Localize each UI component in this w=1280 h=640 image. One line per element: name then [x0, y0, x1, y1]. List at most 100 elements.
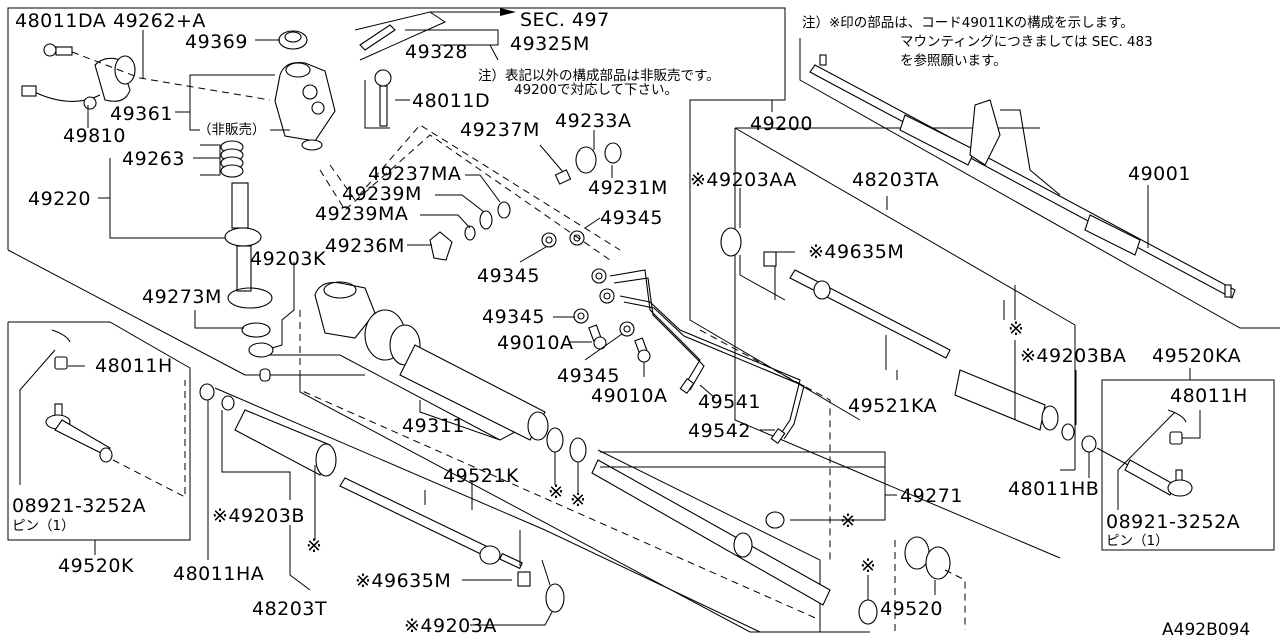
label-49520K[interactable]: 49520K: [58, 555, 134, 577]
label-49239M[interactable]: 49239M: [342, 183, 422, 205]
label-49263[interactable]: 49263: [122, 148, 185, 170]
label-49010A-b[interactable]: 49010A: [591, 385, 667, 407]
mark-left-boot: ※: [306, 535, 322, 557]
label-49239MA[interactable]: 49239MA: [315, 203, 408, 225]
label-49237MA[interactable]: 49237MA: [368, 163, 461, 185]
clamp-49203A: [545, 583, 565, 613]
label-49345-a[interactable]: 49345: [600, 207, 663, 229]
pinion-shaft-49220: [224, 182, 273, 309]
49520KA-box: [1101, 379, 1275, 551]
label-48203T[interactable]: 48203T: [252, 598, 327, 620]
speed-sensor-part: [21, 43, 271, 110]
nut-49233A: [575, 146, 597, 174]
seal-49271c: [765, 511, 785, 529]
o-ring-49237MA: [497, 201, 511, 219]
nut-48011HB: [1081, 435, 1097, 453]
label-49520KA[interactable]: 49520KA: [1152, 345, 1241, 367]
steering-gear-assembly-49001: [809, 54, 1236, 299]
label-49001[interactable]: 49001: [1128, 163, 1191, 185]
boot-48203T: [234, 409, 337, 477]
not-sold-note: （非販売）: [198, 122, 266, 138]
label-49203BA[interactable]: ※49203BA: [1020, 345, 1126, 367]
label-49542[interactable]: 49542: [688, 420, 751, 442]
label-49521KA[interactable]: 49521KA: [848, 395, 937, 417]
label-49262A[interactable]: 49262+A: [113, 10, 206, 32]
frame-lines: [7, 7, 1280, 633]
seal-49271a: [546, 427, 564, 453]
label-49345-c[interactable]: 49345: [482, 306, 545, 328]
label-49345-d[interactable]: 49345: [557, 365, 620, 387]
valve-housing-part: [274, 61, 336, 151]
label-49521K[interactable]: 49521K: [443, 465, 519, 487]
label-48011D[interactable]: 48011D: [412, 90, 490, 112]
label-49541[interactable]: 49541: [698, 391, 761, 413]
label-49203A[interactable]: ※49203A: [404, 615, 497, 637]
label-49520[interactable]: 49520: [880, 598, 943, 620]
label-49635M-left[interactable]: ※49635M: [355, 570, 451, 592]
label-49369[interactable]: 49369: [185, 31, 248, 53]
label-49203B[interactable]: ※49203B: [212, 505, 305, 527]
label-49311[interactable]: 49311: [402, 415, 465, 437]
washer-49345: [591, 268, 607, 284]
parts-artwork: [21, 11, 1236, 625]
label-49635M-right[interactable]: ※49635M: [808, 241, 904, 263]
seal-49203K: [248, 342, 274, 358]
top-right-note-line3: を参照願います。: [900, 52, 1007, 69]
label-49236M[interactable]: 49236M: [325, 235, 405, 257]
label-08921-3252A-left[interactable]: 08921-3252A: [12, 495, 146, 517]
top-right-note-line1: 注）※印の部品は、コード49011Kの構成を示します。: [802, 15, 1134, 31]
o-ring-49273M: [241, 322, 271, 338]
lock-plate-49635M-right: [763, 251, 777, 267]
label-49273M[interactable]: 49273M: [142, 286, 222, 308]
section-ref-497[interactable]: SEC. 497: [520, 9, 610, 31]
label-08921-3252A-right[interactable]: 08921-3252A: [1106, 511, 1240, 533]
pipe-49541: [609, 269, 701, 386]
label-48011HB[interactable]: 48011HB: [1008, 478, 1099, 500]
label-49361[interactable]: 49361: [110, 103, 173, 125]
pin-qty-right: ピン（1）: [1106, 533, 1169, 549]
label-49271[interactable]: 49271: [900, 485, 963, 507]
48203TA-frame-left: [734, 128, 1061, 559]
48203TA-frame-top: [734, 127, 1076, 326]
cotter-pin-left: [51, 329, 71, 343]
label-49231M[interactable]: 49231M: [588, 177, 668, 199]
frame-diagonal-2: [214, 387, 761, 633]
label-48203TA[interactable]: 48203TA: [852, 169, 939, 191]
label-49328[interactable]: 49328: [405, 41, 468, 63]
part-labels: 48011DA 49262+A 49369 49328 49325M SEC. …: [12, 9, 1250, 640]
mark-seal-b: ※: [570, 489, 586, 511]
label-48011DA[interactable]: 48011DA: [15, 10, 106, 32]
label-49237M[interactable]: 49237M: [460, 119, 540, 141]
clip-49203BA: [1061, 423, 1075, 441]
label-49810[interactable]: 49810: [63, 125, 126, 147]
main-assembly-frame: [7, 7, 861, 421]
label-49200[interactable]: 49200: [750, 113, 813, 135]
fitting-49325M: [359, 24, 396, 51]
bushing-49236M: [429, 231, 453, 261]
label-48011HA[interactable]: 48011HA: [173, 563, 264, 585]
bolt-48011D: [364, 69, 392, 129]
cotter-pin-right: [1167, 409, 1187, 423]
label-49233A[interactable]: 49233A: [555, 110, 631, 132]
49521K-dashed-frame: [299, 310, 821, 621]
mark-seal-d: ※: [860, 555, 876, 577]
label-48011H-left[interactable]: 48011H: [95, 355, 173, 377]
top-right-note-line2: マウンティングにつきましては SEC. 483: [900, 34, 1153, 50]
washer-49345: [619, 321, 635, 337]
label-48011H-right[interactable]: 48011H: [1170, 385, 1248, 407]
gear-housing-49311: [314, 281, 549, 441]
nut-48011H-left: [54, 356, 68, 370]
label-49203K[interactable]: 49203K: [250, 248, 326, 270]
pin-qty-left: ピン（1）: [12, 518, 75, 534]
lock-plate-49635M: [517, 571, 531, 587]
label-49010A-a[interactable]: 49010A: [497, 332, 573, 354]
49520K-box: [7, 321, 191, 541]
label-49345-b[interactable]: 49345: [477, 265, 540, 287]
center-note-line1: 注）表記以外の構成部品は非販売です。: [478, 67, 720, 84]
seal-bottom: [858, 599, 878, 625]
label-49325M[interactable]: 49325M: [510, 33, 590, 55]
seal-49369: [278, 30, 308, 50]
label-49203AA[interactable]: ※49203AA: [690, 169, 797, 191]
frame-diagonal: [7, 249, 246, 376]
label-49220[interactable]: 49220: [28, 188, 91, 210]
